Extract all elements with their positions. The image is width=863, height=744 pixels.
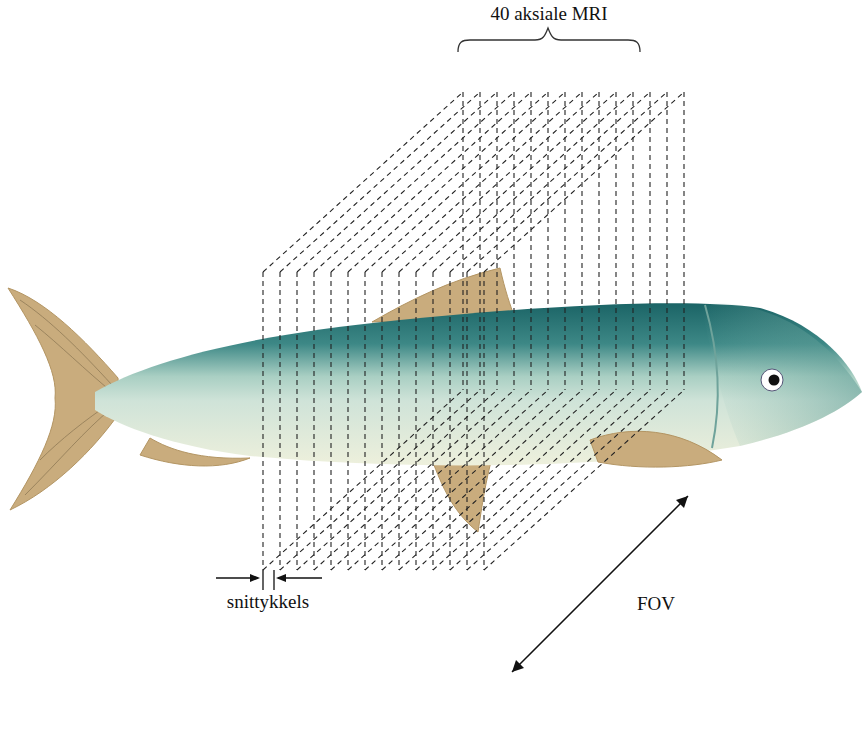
slice-line (450, 92, 650, 272)
slice-line (365, 390, 565, 570)
fish-eye (761, 369, 783, 391)
slice-line (348, 92, 548, 272)
slice-line (263, 92, 463, 272)
slice-line (467, 92, 667, 272)
slice-line (615, 92, 616, 390)
fov-arrow (512, 496, 688, 672)
slice-line (484, 92, 684, 272)
fish-body (95, 303, 862, 465)
slice-line (399, 92, 599, 272)
slice-line (399, 390, 599, 570)
arrowhead (512, 660, 524, 672)
slice-line (382, 92, 582, 272)
slice-line (564, 92, 565, 390)
slice-line (632, 92, 633, 390)
fish-head (700, 303, 862, 446)
slice-line (364, 272, 365, 570)
slice-line (296, 272, 297, 570)
slice-line (530, 92, 531, 390)
slice-line (433, 390, 633, 570)
slice-line (398, 272, 399, 570)
slice-line (365, 92, 565, 272)
slice-line (450, 390, 650, 570)
arrowhead (250, 574, 260, 582)
slice-line (581, 92, 582, 390)
slice-line (496, 92, 497, 390)
tick (262, 570, 263, 590)
slice-line (297, 92, 497, 272)
slice-line (313, 272, 314, 570)
pectoral-fin (590, 431, 722, 467)
slice-line (347, 272, 348, 570)
slice-line (279, 272, 280, 570)
label: snittykkels (227, 592, 309, 613)
slice-line (314, 92, 514, 272)
slice-line (262, 272, 263, 570)
slice-line (381, 272, 382, 570)
slice-line (331, 390, 531, 570)
slice-line (479, 92, 480, 390)
slice-line (598, 92, 599, 390)
slice-line (382, 390, 582, 570)
slice-line (449, 272, 450, 570)
slice-line (330, 272, 331, 570)
slice-line (683, 92, 684, 390)
slice-line (466, 272, 467, 570)
slice-line (462, 92, 463, 390)
slice-line (513, 92, 514, 390)
slice-line (432, 272, 433, 570)
slice-line (416, 390, 616, 570)
gill-line (705, 305, 718, 448)
slice-line (467, 390, 667, 570)
slice-line (415, 272, 416, 570)
slice-line (331, 92, 531, 272)
slice-line (649, 92, 650, 390)
slice-line (484, 390, 684, 570)
slice-line (416, 92, 616, 272)
label: FOV (637, 594, 675, 615)
slice-line (483, 272, 484, 570)
pelvic-fin (430, 455, 492, 532)
label: 40 aksiale MRI (490, 4, 607, 25)
slice-line (280, 92, 480, 272)
tick (273, 570, 274, 590)
slice-planes (263, 92, 684, 570)
arrowhead (676, 496, 688, 508)
slice-line (547, 92, 548, 390)
slice-line (433, 92, 633, 272)
fish-pupil (769, 375, 780, 386)
brace (458, 28, 640, 52)
arrowhead (276, 574, 286, 582)
slice-line (348, 390, 548, 570)
slice-line (666, 92, 667, 390)
